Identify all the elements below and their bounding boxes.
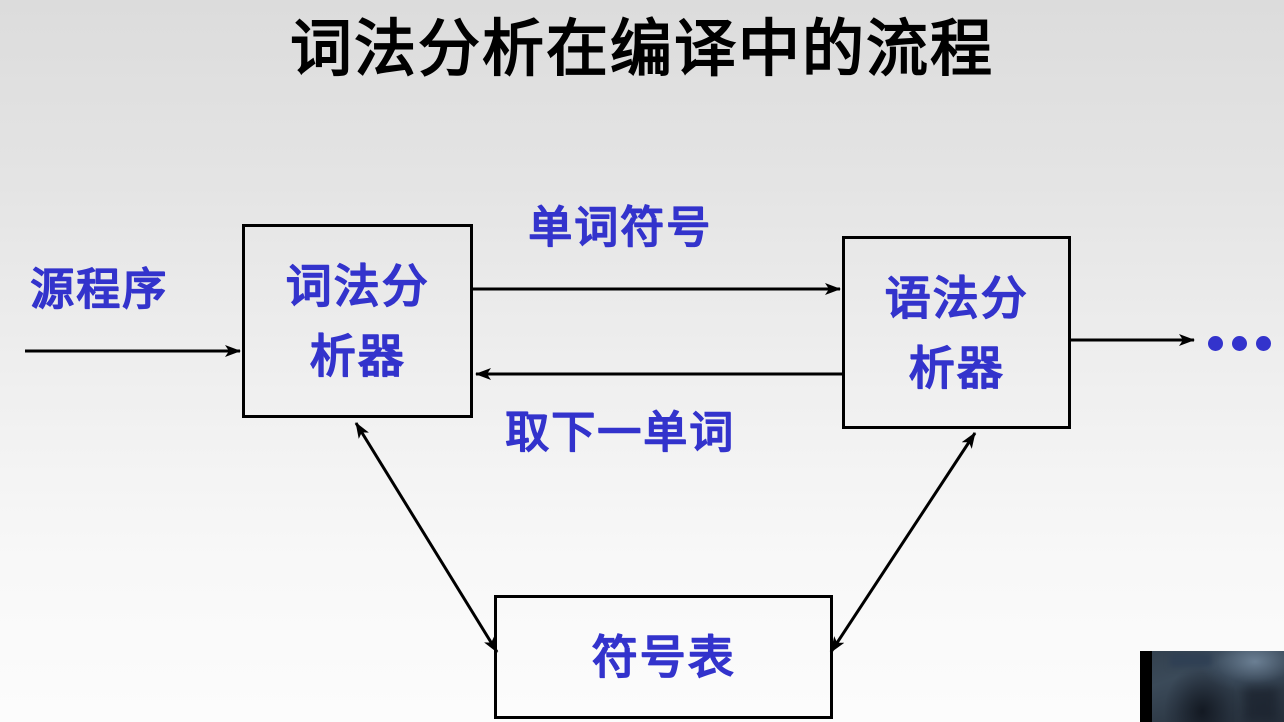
continuation-ellipsis-icon [1208,336,1271,351]
arrow-lexer-symboltable [354,422,499,653]
node-lexical-analyzer-label-line2: 析器 [309,329,406,383]
node-syntax-analyzer-label-line1: 语法分 [884,270,1029,325]
label-source-program: 源程序 [30,264,168,315]
video-letterbox [1140,651,1152,722]
ellipsis-dot [1232,336,1247,351]
video-frame [1152,651,1284,722]
arrow-symboltable-parser [829,432,977,653]
edge-label-next-token: 取下一单词 [505,407,735,458]
node-symbol-table-label: 符号表 [591,630,736,684]
edge-label-token: 单词符号 [528,202,712,253]
node-syntax-analyzer[interactable]: 语法分 析器 [842,236,1071,429]
node-symbol-table[interactable]: 符号表 [494,595,833,719]
video-blob [1244,687,1278,722]
webcam-video-thumbnail[interactable] [1140,651,1284,722]
page-title: 词法分析在编译中的流程 [289,12,994,85]
node-syntax-analyzer-label-line2: 析器 [908,340,1005,395]
node-lexical-analyzer[interactable]: 词法分 析器 [242,224,473,418]
video-blob [1170,653,1212,667]
ellipsis-dot [1208,336,1223,351]
node-lexical-analyzer-label-line1: 词法分 [285,259,430,313]
ellipsis-dot [1256,336,1271,351]
